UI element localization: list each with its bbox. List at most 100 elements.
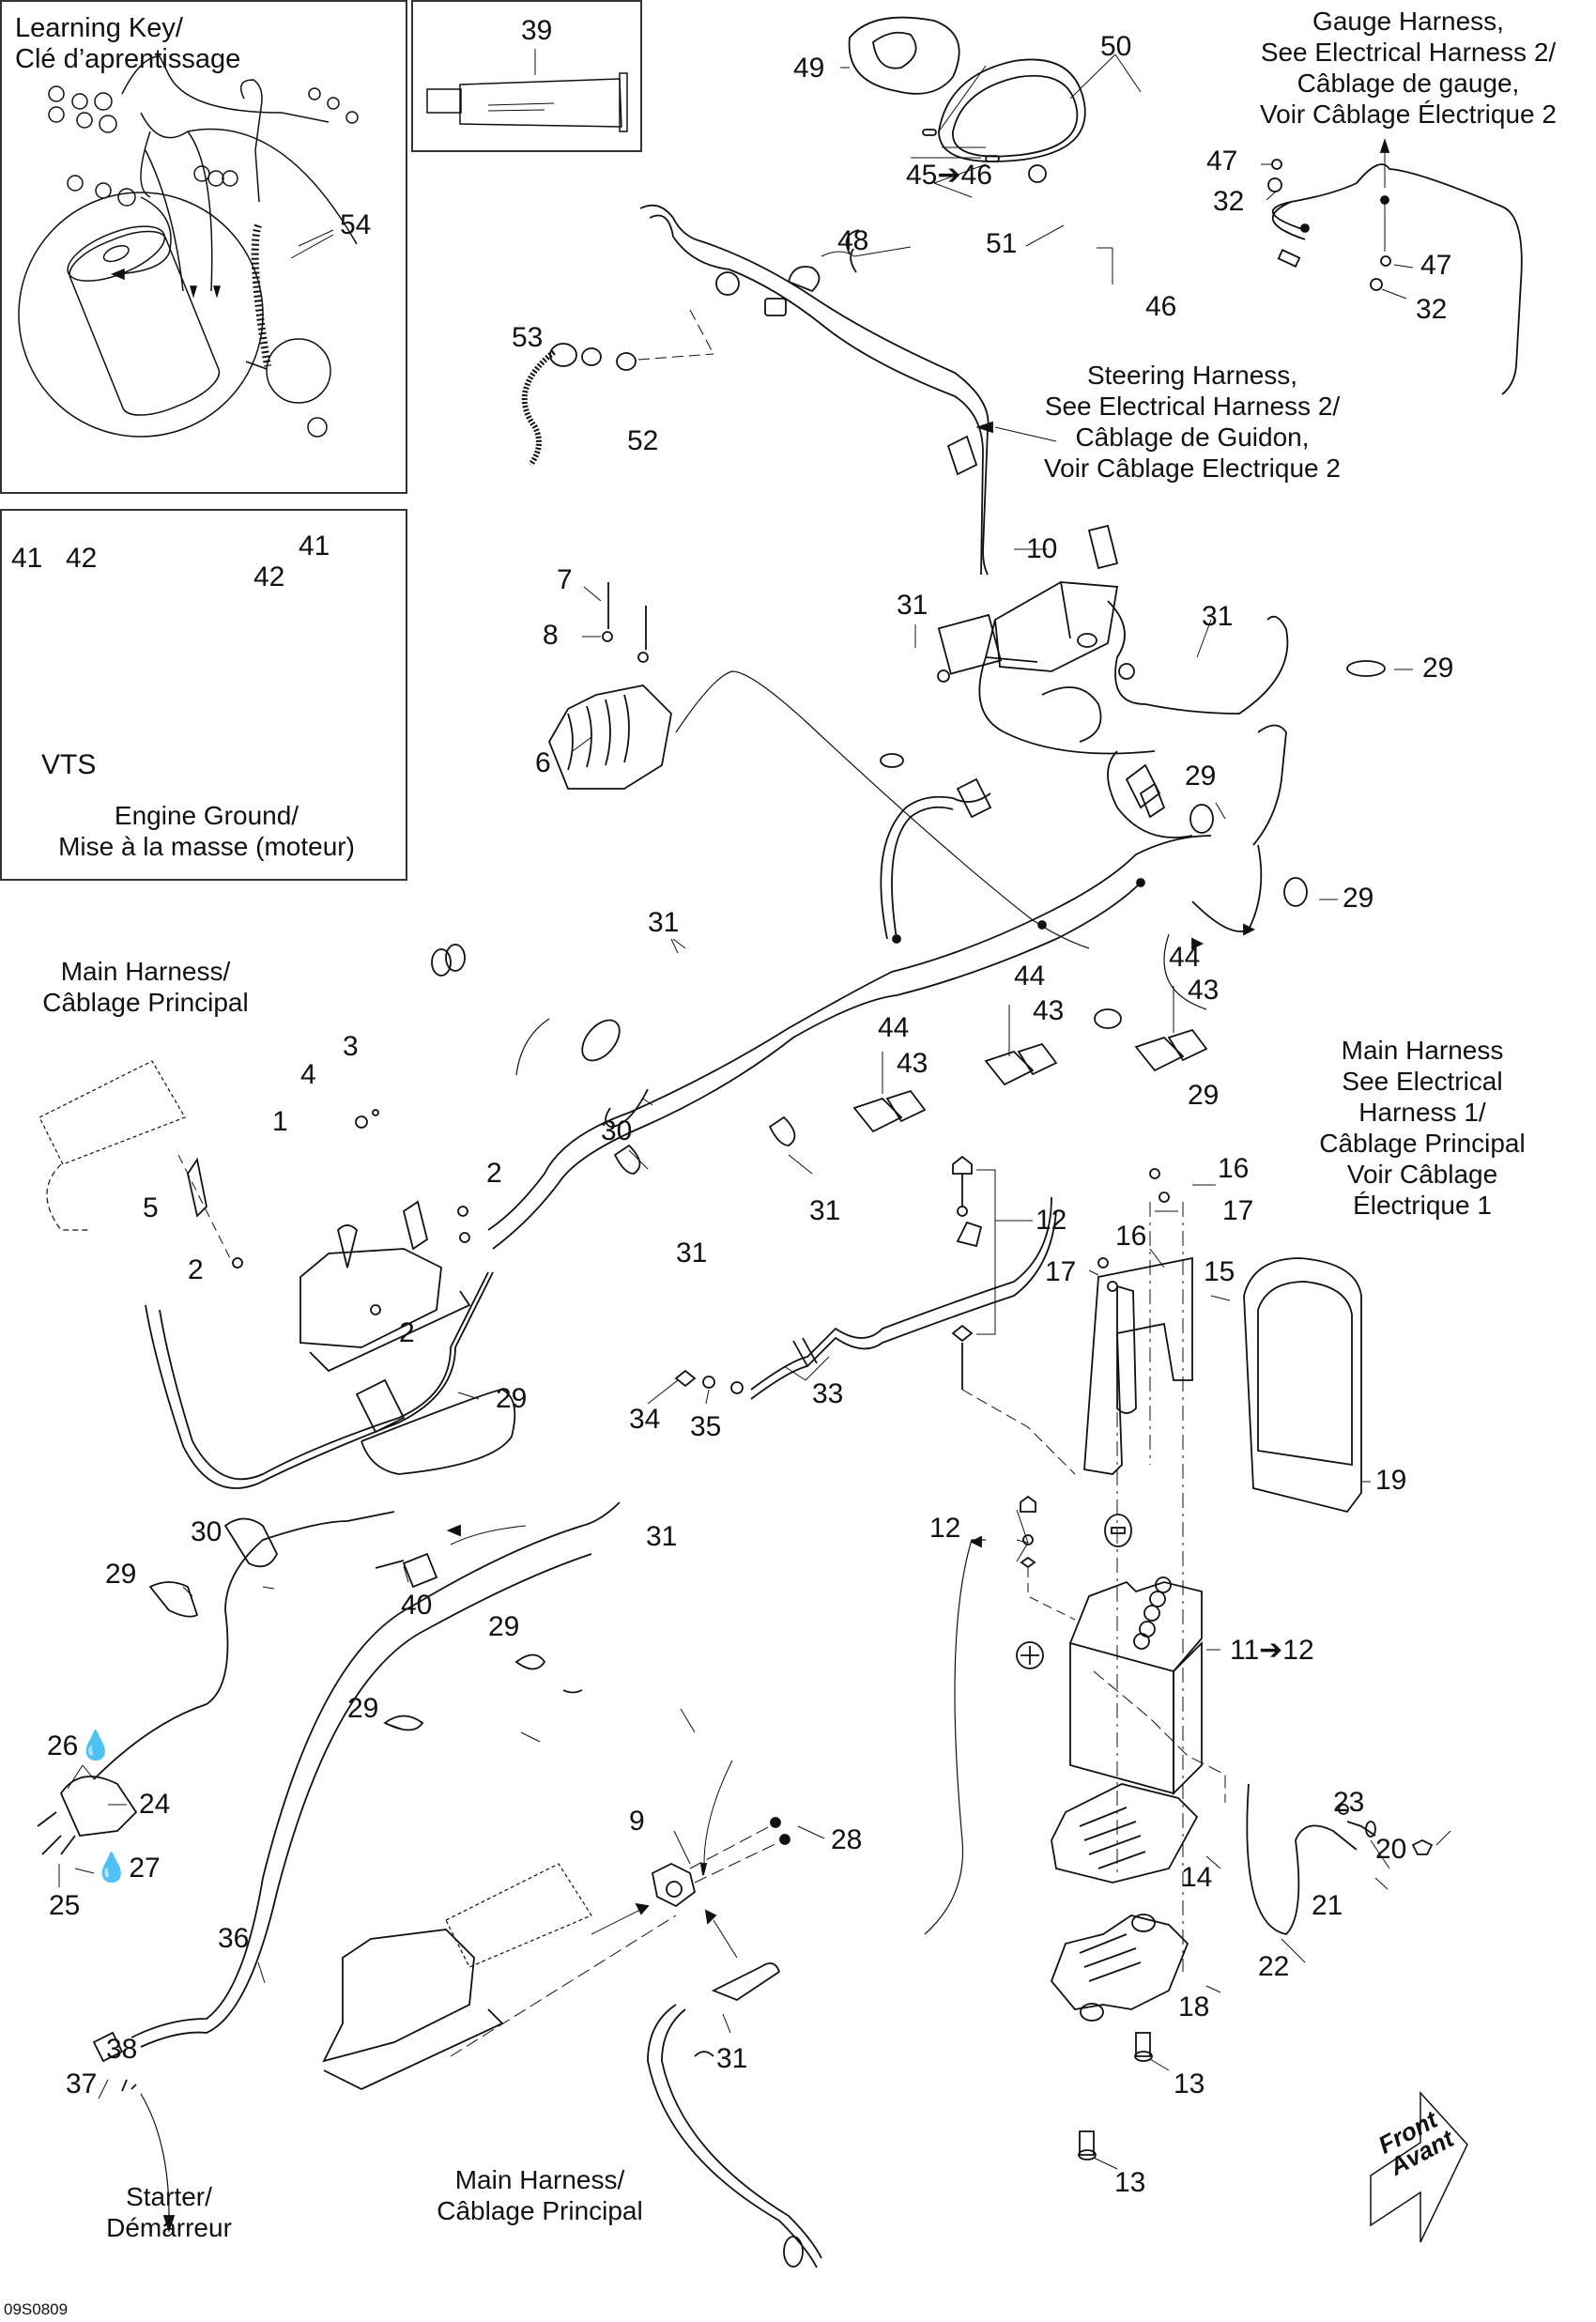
callout-29-a: 29 <box>1422 653 1454 684</box>
callout-1: 1 <box>272 1106 288 1137</box>
callout-9: 9 <box>629 1806 645 1837</box>
main-harness-left-note: Main Harness/ Câblage Principal <box>42 957 249 1017</box>
callout-44-b: 44 <box>1169 942 1201 973</box>
callout-21: 21 <box>1312 1890 1343 1921</box>
callout-31-f: 31 <box>646 1521 678 1552</box>
callout-22: 22 <box>1258 1951 1290 1982</box>
callout-37: 37 <box>66 2068 98 2099</box>
callout-31-b: 31 <box>1202 601 1234 632</box>
callout-34: 34 <box>629 1404 661 1435</box>
callout-6: 6 <box>535 747 551 778</box>
callout-52: 52 <box>627 425 659 456</box>
vts-label: VTS <box>41 749 97 780</box>
callout-15: 15 <box>1204 1256 1235 1287</box>
engine-ground-inset <box>0 509 407 881</box>
callout-47-right: 47 <box>1420 250 1452 281</box>
callout-19: 19 <box>1375 1465 1407 1496</box>
callout-49: 49 <box>793 53 825 84</box>
callout-31-a: 31 <box>897 590 928 621</box>
callout-39: 39 <box>521 15 553 46</box>
main-harness-right-note: Main Harness See Electrical Harness 1/ C… <box>1319 1036 1526 1220</box>
engine-ground-drawing <box>48 55 359 299</box>
callout-16-a: 16 <box>1218 1153 1250 1184</box>
callout-29-f: 29 <box>105 1559 137 1590</box>
grease-tube-inset <box>411 0 642 152</box>
callout-29-c: 29 <box>1343 883 1374 914</box>
starter-note: Starter/ Démarreur <box>106 2182 232 2242</box>
callout-16-b: 16 <box>1115 1221 1147 1252</box>
learning-key-title: Learning Key/ Clé d’aprentissage <box>15 13 241 74</box>
callout-13-b: 13 <box>1114 2167 1146 2198</box>
callout-43-c: 43 <box>897 1048 928 1079</box>
callout-10: 10 <box>1026 533 1058 564</box>
callout-4: 4 <box>300 1059 316 1090</box>
callout-36: 36 <box>218 1923 250 1954</box>
callout-33: 33 <box>812 1378 844 1409</box>
callout-5: 5 <box>143 1192 159 1223</box>
learning-key-inset <box>0 0 407 494</box>
steering-harness-drawing <box>521 204 1057 576</box>
callout-8: 8 <box>543 620 559 651</box>
learning-key-drawing <box>18 79 334 438</box>
callout-13-a: 13 <box>1174 2068 1205 2099</box>
callout-31-g: 31 <box>716 2043 748 2074</box>
callout-31-d: 31 <box>676 1238 708 1269</box>
callout-40: 40 <box>401 1590 433 1621</box>
callout-32-top: 32 <box>1213 186 1245 217</box>
gauge-cluster-drawing <box>848 16 1086 183</box>
callout-30-b: 30 <box>191 1516 223 1547</box>
fuse-box-drawing <box>937 524 1289 846</box>
battery-cable-drawing <box>674 1155 1076 1475</box>
sensor-drawing <box>37 1511 583 1855</box>
callout-51: 51 <box>986 228 1018 259</box>
starter-cable-drawing <box>92 1271 621 2233</box>
callout-2-a: 2 <box>486 1158 502 1189</box>
voltage-regulator-drawing <box>548 582 1090 949</box>
callout-41-left: 41 <box>11 543 43 574</box>
callout-29-g: 29 <box>488 1611 520 1642</box>
callout-29-h: 29 <box>347 1693 379 1724</box>
gauge-harness-drawing <box>1267 138 1523 395</box>
callout-28: 28 <box>831 1824 863 1855</box>
callout-29-e: 29 <box>496 1383 528 1414</box>
callout-38: 38 <box>106 2034 138 2065</box>
callout-14: 14 <box>1181 1862 1213 1893</box>
battery-bracket-drawing <box>1083 1168 1193 1972</box>
callout-46: 46 <box>1145 291 1177 322</box>
gauge-harness-note: Gauge Harness, See Electrical Harness 2/… <box>1260 7 1557 129</box>
callout-43-a: 43 <box>1033 995 1065 1026</box>
main-harness-bottom-note: Main Harness/ Câblage Principal <box>437 2165 643 2225</box>
callout-31-e: 31 <box>809 1195 841 1226</box>
callout-45-46: 45➔46 <box>906 160 992 191</box>
callout-53: 53 <box>512 322 544 353</box>
callout-41-right: 41 <box>299 531 330 561</box>
callout-11-12: 11➔12 <box>1230 1635 1314 1666</box>
callout-31-c: 31 <box>648 907 680 938</box>
callout-32-right: 32 <box>1416 294 1448 325</box>
callout-27: 💧27 <box>94 1853 161 1884</box>
relay-bracket-drawing <box>322 1760 822 2268</box>
callout-26: 26💧 <box>47 1730 114 1761</box>
callout-17-b: 17 <box>1045 1256 1077 1287</box>
leader-lines <box>58 54 1451 2170</box>
ecm-bracket-drawing <box>38 1060 471 1373</box>
battery-cover-drawing <box>1243 1257 1362 1514</box>
callout-44-a: 44 <box>1014 961 1046 992</box>
callout-35: 35 <box>690 1411 722 1442</box>
callout-42-left: 42 <box>66 543 98 574</box>
callout-48: 48 <box>837 225 869 256</box>
callout-29-d: 29 <box>1188 1080 1220 1111</box>
callout-23: 23 <box>1333 1787 1365 1818</box>
callout-12-a: 12 <box>1036 1205 1067 1236</box>
callout-2-b: 2 <box>188 1254 204 1285</box>
callout-3: 3 <box>343 1031 359 1062</box>
callout-54: 54 <box>340 209 372 240</box>
callout-44-c: 44 <box>878 1012 910 1043</box>
main-harness-drawing <box>431 633 1386 1250</box>
callout-20: 20 <box>1375 1834 1407 1865</box>
engine-ground-caption: Engine Ground/ Mise à la masse (moteur) <box>58 801 355 861</box>
callout-2-c: 2 <box>399 1317 415 1348</box>
callout-29-b: 29 <box>1185 761 1217 792</box>
callout-30-a: 30 <box>601 1115 633 1146</box>
